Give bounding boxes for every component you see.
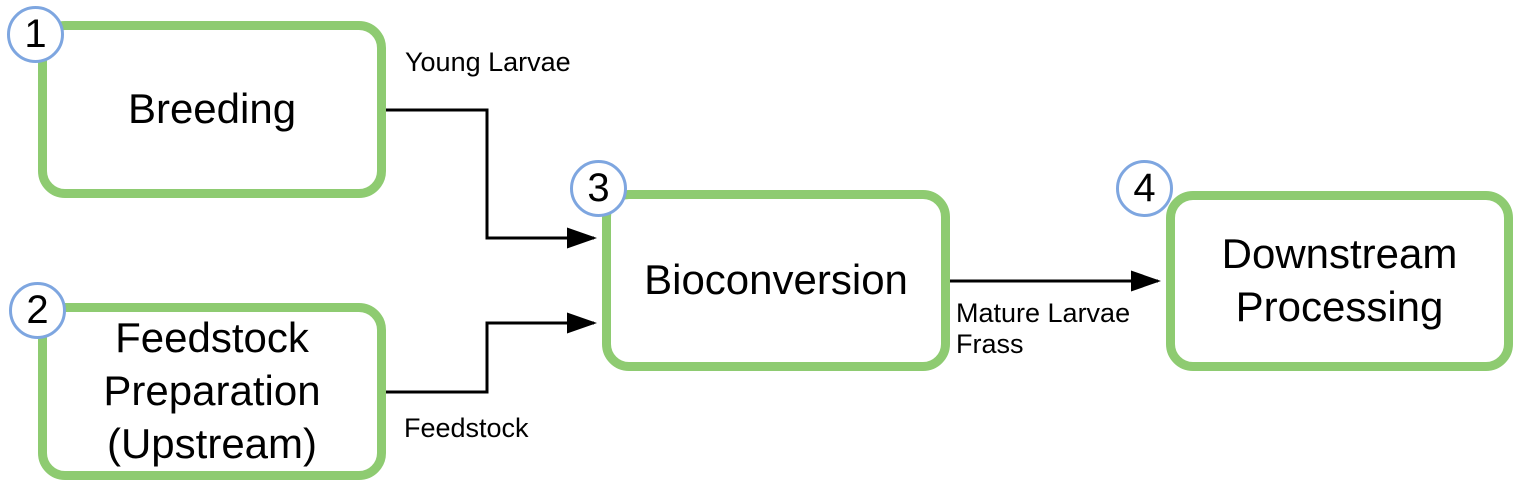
step-number-badge-2: 2 xyxy=(9,282,66,339)
node-breeding: Breeding xyxy=(38,21,386,198)
node-feedstock-preparation: Feedstock Preparation (Upstream) xyxy=(38,303,386,480)
edge-label-mature-larvae-text: Mature Larvae xyxy=(956,298,1131,328)
edge-label-mature-larvae-frass: Mature Larvae Frass xyxy=(956,298,1130,360)
arrow-feedstock xyxy=(386,312,597,394)
node-downstream-processing: Downstream Processing xyxy=(1166,191,1513,371)
edge-label-young-larvae: Young Larvae xyxy=(405,47,571,78)
node-feedstock-preparation-label: Feedstock Preparation (Upstream) xyxy=(103,314,321,467)
node-bioconversion: Bioconversion xyxy=(602,190,950,371)
edge-label-feedstock: Feedstock xyxy=(404,413,529,444)
node-breeding-label: Breeding xyxy=(127,85,297,133)
step-number-badge-1: 1 xyxy=(7,6,64,63)
node-bioconversion-label: Bioconversion xyxy=(644,256,908,304)
node-downstream-processing-label: Downstream Processing xyxy=(1221,230,1458,330)
edge-label-frass-text: Frass xyxy=(956,329,1024,359)
arrow-young-larvae xyxy=(386,108,597,249)
edge-label-feedstock-text: Feedstock xyxy=(404,413,529,443)
step-number-badge-4: 4 xyxy=(1116,160,1173,217)
step-number-badge-3: 3 xyxy=(570,160,627,217)
edge-label-young-larvae-text: Young Larvae xyxy=(405,47,571,77)
